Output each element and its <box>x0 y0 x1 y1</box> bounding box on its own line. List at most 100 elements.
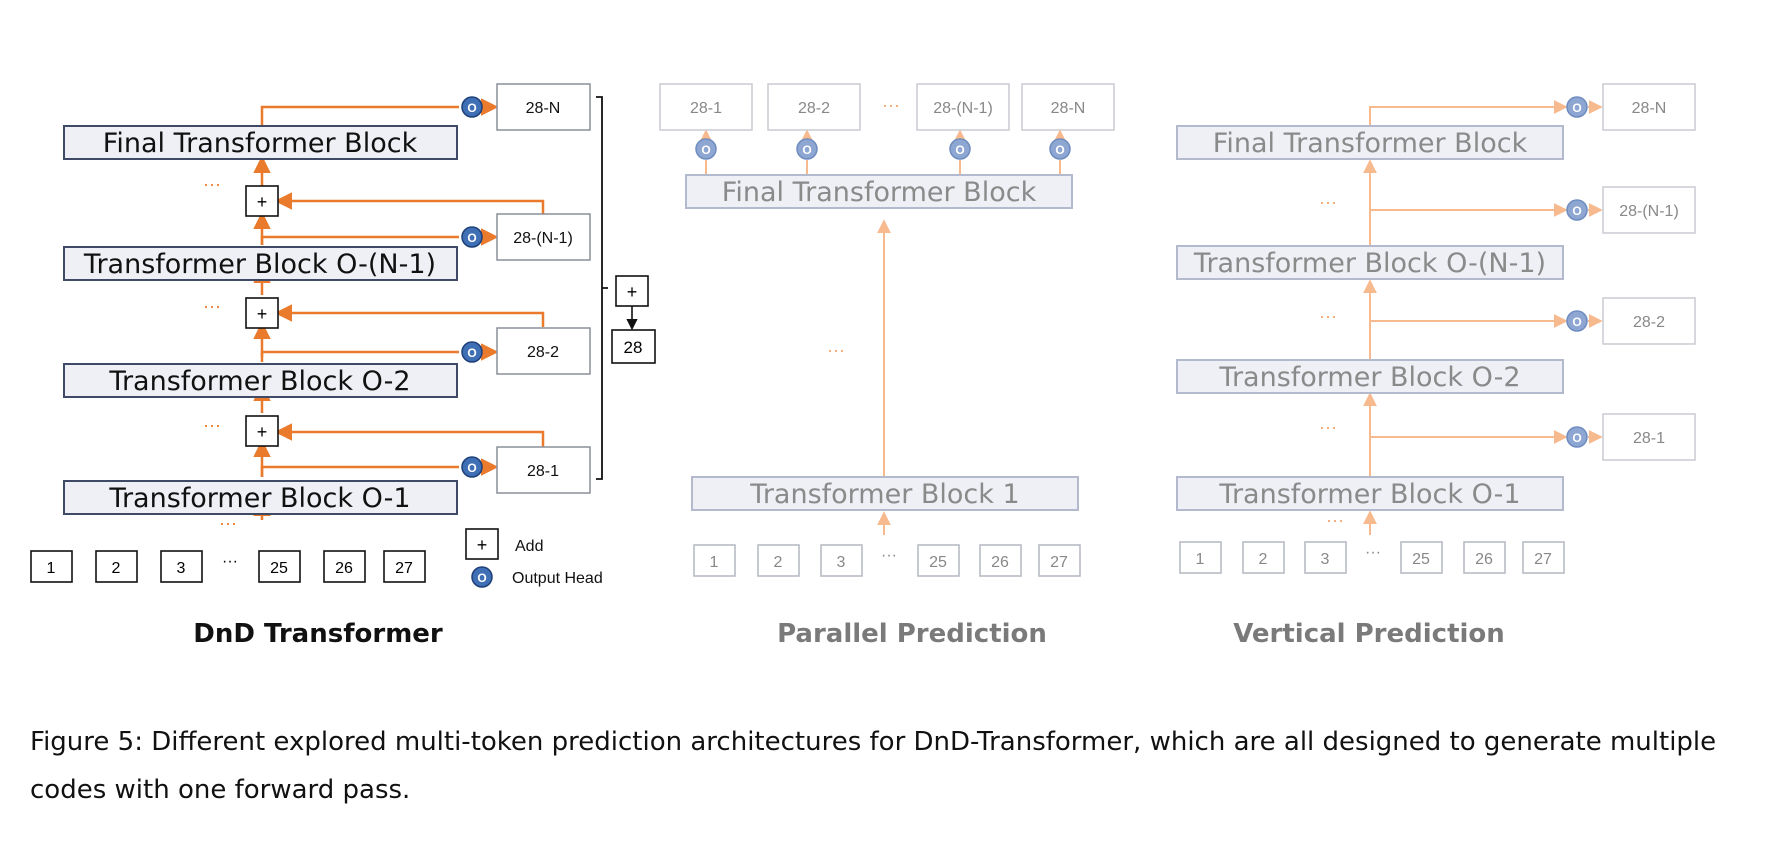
parallel-connections <box>699 129 1067 535</box>
dnd-inputs: 1 2 3 ··· 25 26 27 <box>30 550 426 583</box>
add-box: + <box>245 297 279 329</box>
dnd-block-n-1: Transformer Block O-(N-1) <box>63 246 458 281</box>
output-head-icon: O <box>1566 199 1588 221</box>
output-label: 28-N <box>526 100 561 117</box>
input-label: 25 <box>1412 551 1430 568</box>
block-label: Transformer Block O-(N-1) <box>83 249 436 280</box>
head-symbol: O <box>467 231 476 245</box>
add-symbol: + <box>627 282 638 302</box>
vertical-block-final: Final Transformer Block <box>1176 125 1564 160</box>
ellipsis: ··· <box>882 95 900 115</box>
output-label: 28-(N-1) <box>513 230 573 247</box>
parallel-block-1: Transformer Block 1 <box>691 476 1079 511</box>
output-head-icon: O <box>461 96 483 118</box>
input-token: 3 <box>820 544 863 577</box>
input-label: 26 <box>1475 551 1493 568</box>
input-label: 27 <box>1050 554 1068 571</box>
vertical-output-box: 28-N <box>1602 83 1696 131</box>
block-label: Transformer Block 1 <box>749 479 1019 510</box>
sum-output-box: 28 <box>611 329 656 364</box>
input-label: 25 <box>929 554 947 571</box>
sum-add-box: + <box>615 275 649 307</box>
vertical-output-box: 28-1 <box>1602 413 1696 461</box>
parallel-block-final: Final Transformer Block <box>685 174 1073 209</box>
output-label: 28-(N-1) <box>1619 203 1679 220</box>
vertical-panel: Final Transformer Block Transformer Bloc… <box>1176 83 1696 649</box>
dnd-output-box: 28-2 <box>496 327 591 375</box>
add-box: + <box>245 415 279 447</box>
parallel-output-box: 28-N <box>1021 83 1115 131</box>
add-symbol: + <box>257 304 268 324</box>
input-token: 25 <box>1400 541 1443 574</box>
vertical-block-2: Transformer Block O-2 <box>1176 359 1564 394</box>
output-head-icon: O <box>1566 96 1588 118</box>
output-head-icon: O <box>461 341 483 363</box>
parallel-output-box: 28-2 <box>767 83 861 131</box>
output-head-icon: O <box>1049 138 1071 160</box>
sum-output-label: 28 <box>624 338 643 357</box>
legend-add-label: Add <box>515 538 543 555</box>
output-label: 28-(N-1) <box>933 100 993 117</box>
input-token: 26 <box>979 544 1022 577</box>
vertical-connections <box>1363 100 1568 535</box>
input-label: 27 <box>1534 551 1552 568</box>
head-symbol: O <box>955 143 964 157</box>
dnd-ellipses: ··· ··· ··· ··· <box>203 174 237 533</box>
block-label: Transformer Block O-(N-1) <box>1193 248 1546 279</box>
add-box: + <box>245 185 279 217</box>
head-symbol: O <box>1572 431 1581 445</box>
head-symbol: O <box>802 143 811 157</box>
head-symbol: O <box>1572 101 1581 115</box>
output-label: 28-N <box>1632 100 1667 117</box>
block-label: Transformer Block O-1 <box>1218 479 1520 510</box>
input-token: 1 <box>30 550 73 583</box>
head-symbol: O <box>467 101 476 115</box>
block-label: Final Transformer Block <box>103 128 418 159</box>
block-label: Transformer Block O-1 <box>108 483 410 514</box>
input-label: 25 <box>270 560 288 577</box>
input-label: 26 <box>991 554 1009 571</box>
legend-head-label: Output Head <box>512 570 603 587</box>
input-token: 1 <box>1179 541 1222 574</box>
parallel-inputs: 1 2 3 ··· 25 26 27 <box>693 544 1081 577</box>
legend-add: + Add <box>465 528 543 560</box>
legend: + Add O Output Head <box>465 528 603 588</box>
head-symbol: O <box>701 143 710 157</box>
output-label: 28-2 <box>1633 314 1665 331</box>
ellipsis: ··· <box>1319 306 1337 326</box>
parallel-title: Parallel Prediction <box>777 619 1047 649</box>
figure-caption: Figure 5: Different explored multi-token… <box>30 727 1717 805</box>
output-label: 28-1 <box>1633 430 1665 447</box>
ellipsis: ··· <box>881 547 897 564</box>
block-label: Final Transformer Block <box>722 177 1037 208</box>
dnd-block-final: Final Transformer Block <box>63 125 458 160</box>
dnd-block-2: Transformer Block O-2 <box>63 363 458 398</box>
vertical-block-n-1: Transformer Block O-(N-1) <box>1176 245 1564 280</box>
legend-head: O Output Head <box>471 566 603 588</box>
input-token: 25 <box>917 544 960 577</box>
vertical-output-box: 28-2 <box>1602 297 1696 345</box>
head-symbol: O <box>467 346 476 360</box>
input-token: 26 <box>1463 541 1506 574</box>
input-label: 3 <box>1321 551 1330 568</box>
input-label: 1 <box>47 560 56 577</box>
input-label: 27 <box>395 560 413 577</box>
vertical-output-box: 28-(N-1) <box>1602 186 1696 234</box>
output-label: 28-N <box>1051 100 1086 117</box>
output-head-icon: O <box>461 456 483 478</box>
dnd-output-box: 28-(N-1) <box>496 213 591 261</box>
ellipsis: ··· <box>827 340 845 360</box>
input-label: 26 <box>335 560 353 577</box>
input-token: 2 <box>757 544 800 577</box>
input-token: 2 <box>95 550 138 583</box>
parallel-panel: 28-1 28-2 ··· 28-(N-1) 28-N O O O O Fina… <box>659 83 1115 649</box>
parallel-output-box: 28-(N-1) <box>916 83 1010 131</box>
head-symbol: O <box>1572 315 1581 329</box>
ellipsis: ··· <box>1326 510 1344 530</box>
input-label: 2 <box>774 554 783 571</box>
add-symbol: + <box>257 192 268 212</box>
input-token: 1 <box>693 544 736 577</box>
input-token: 27 <box>383 550 426 583</box>
ellipsis: ··· <box>1365 544 1381 561</box>
input-token: 27 <box>1038 544 1081 577</box>
